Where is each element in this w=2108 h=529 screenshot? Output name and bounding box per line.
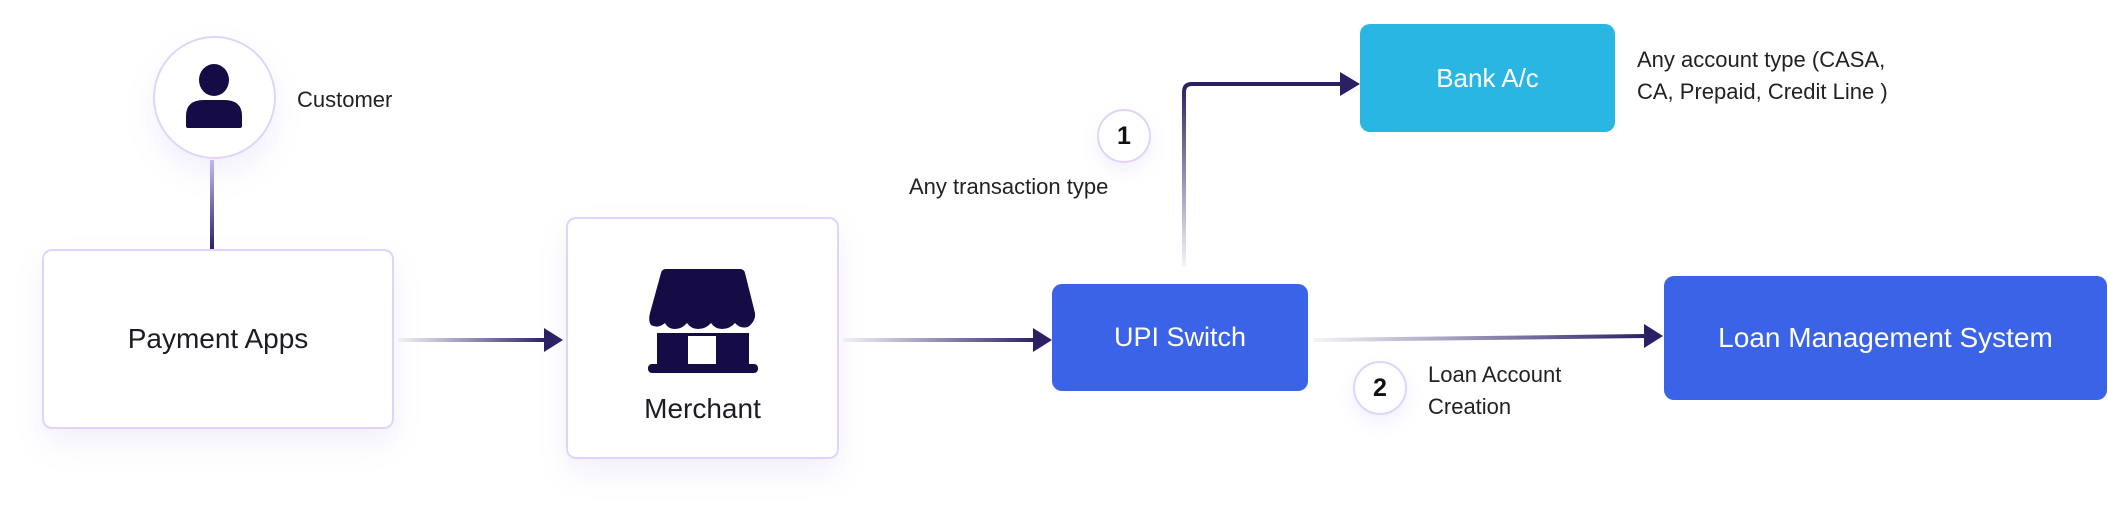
arrow-merchant-to-upi — [843, 328, 1052, 352]
step-1-label: Any transaction type — [909, 174, 1109, 199]
merchant-label: Merchant — [644, 393, 761, 424]
bank-account-node: Bank A/c — [1360, 24, 1615, 132]
customer-node — [153, 36, 276, 159]
upi-switch-node: UPI Switch — [1052, 284, 1308, 391]
customer-link-line — [210, 160, 214, 249]
arrow-upi-to-bank — [1182, 72, 1360, 267]
store-icon — [648, 269, 758, 373]
payment-apps-label: Payment Apps — [127, 323, 309, 354]
step-1-badge: 1 — [1097, 109, 1151, 163]
step-2-label-line1: Loan Account — [1428, 362, 1562, 387]
customer-label: Customer — [297, 87, 393, 112]
merchant-node: Merchant — [566, 217, 839, 459]
upi-switch-label: UPI Switch — [1113, 322, 1247, 352]
step-2-label-line2: Creation — [1428, 394, 1512, 419]
step-2-badge: 2 — [1353, 361, 1407, 415]
loan-management-system-node: Loan Management System — [1664, 276, 2107, 400]
bank-account-label: Bank A/c — [1436, 62, 1539, 93]
payment-apps-node: Payment Apps — [42, 249, 394, 429]
user-icon — [186, 64, 242, 128]
bank-note-line1: Any account type (CASA, — [1637, 47, 1886, 72]
arrow-upi-to-lms — [1313, 324, 1663, 348]
loan-management-system-label: Loan Management System — [1718, 322, 2053, 353]
arrow-payment-to-merchant — [398, 328, 563, 352]
bank-note-line2: CA, Prepaid, Credit Line ) — [1637, 79, 1888, 104]
